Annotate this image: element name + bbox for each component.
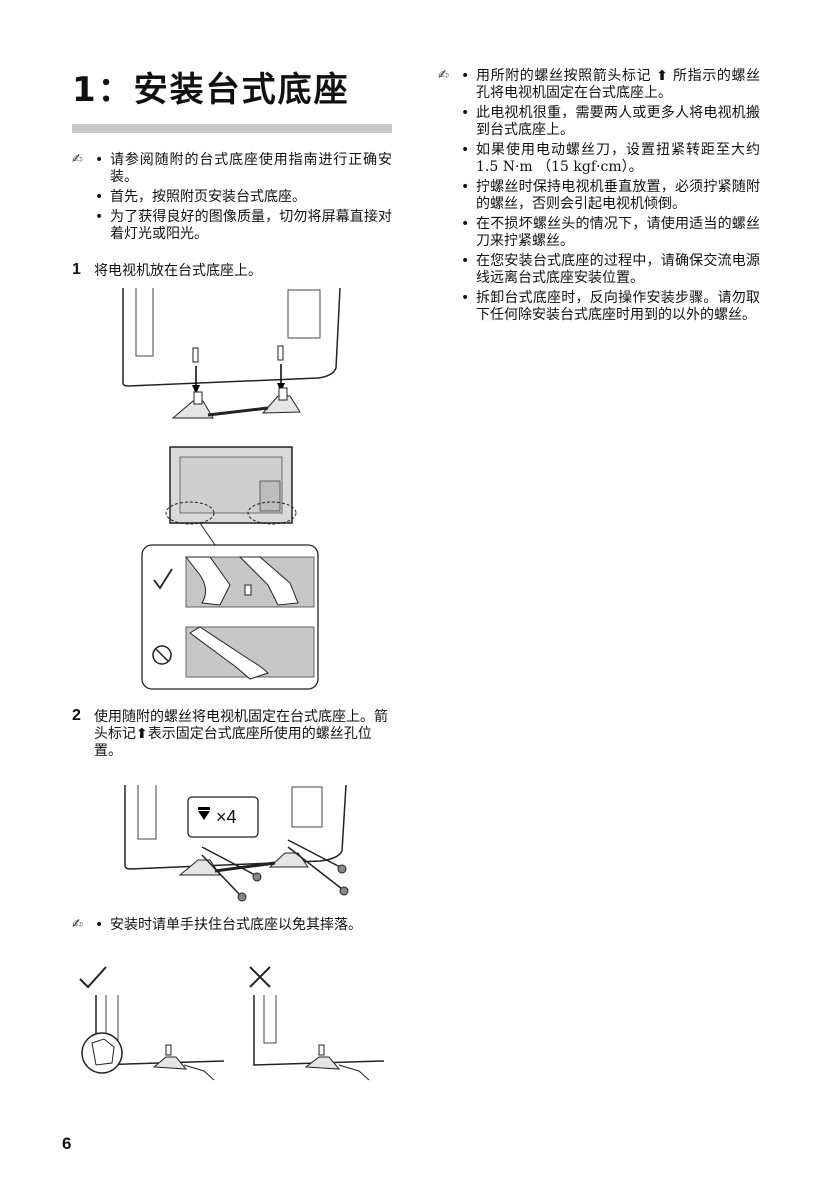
tv-handling-illustration: [141, 446, 319, 690]
step-2-number: 2: [72, 707, 81, 724]
note-item: 在不损坏螺丝头的情况下，请使用适当的螺丝刀来拧紧螺丝。: [460, 216, 760, 250]
page-title: 1：安装台式底座: [72, 70, 350, 110]
screw-count-label: ×4: [216, 807, 237, 827]
step-2-text: 使用随附的螺丝将电视机固定在台式底座上。箭头标记⬆表示固定台式底座所使用的螺丝孔…: [94, 709, 392, 760]
left-note2-list: 安装时请单手扶住台式底座以免其摔落。: [94, 917, 392, 937]
step-2-text-after: 表示固定台式底座所使用的螺丝孔位置。: [94, 726, 372, 759]
note-pencil-icon: ✍: [72, 917, 83, 932]
note-pencil-icon: ✍: [438, 68, 449, 83]
note-pencil-icon: ✍: [72, 152, 83, 167]
left-notes-list: 请参阅随附的台式底座使用指南进行正确安装。 首先，按照附页安装台式底座。 为了获…: [94, 152, 392, 246]
note-item: 如果使用电动螺丝刀，设置扭紧转距至大约1.5 N·m （15 kgf·cm）。: [460, 142, 760, 176]
arrow-mark-icon: ⬆: [656, 68, 668, 84]
note-item: 请参阅随附的台式底座使用指南进行正确安装。: [94, 152, 392, 186]
step-2-text-before: 使用随附的螺丝将电视机固定在台式底座上。箭头标记: [94, 709, 388, 742]
title-divider: [72, 124, 392, 133]
down-arrow-mark-icon: [198, 811, 210, 820]
note-item: 拆卸台式底座时，反向操作安装步骤。请勿取下任何除安装台式底座时用到的以外的螺丝。: [460, 290, 760, 324]
note-item: 安装时请单手扶住台式底座以免其摔落。: [94, 917, 392, 934]
right-notes-list: 用所附的螺丝按照箭头标记 ⬆ 所指示的螺丝孔将电视机固定在台式底座上。 此电视机…: [460, 68, 760, 327]
note-item: 此电视机很重，需要两人或更多人将电视机搬到台式底座上。: [460, 105, 760, 139]
note-item: 拧螺丝时保持电视机垂直放置，必须拧紧随附的螺丝，否则会引起电视机倾倒。: [460, 179, 760, 213]
note-item: 为了获得良好的图像质量，切勿将屏幕直接对着灯光或阳光。: [94, 209, 392, 243]
holding-stand-illustration: [79, 966, 385, 1081]
note-item: 在您安装台式底座的过程中，请确保交流电源线远离台式底座安装位置。: [460, 253, 760, 287]
note-text-after: 所指示的螺丝孔将电视机固定在台式底座上。: [476, 68, 761, 101]
correct-check-icon: [153, 568, 173, 590]
screw-illustration: ×4: [124, 784, 349, 902]
note-text-before: 用所附的螺丝按照箭头标记: [476, 68, 652, 84]
correct-check-icon: [79, 966, 107, 989]
arrow-mark-icon: ⬆: [136, 726, 148, 742]
page-number: 6: [62, 1134, 72, 1153]
note-item: 首先，按照附页安装台式底座。: [94, 189, 392, 206]
step-1-text: 将电视机放在台式底座上。: [94, 263, 262, 279]
note-item: 用所附的螺丝按照箭头标记 ⬆ 所指示的螺丝孔将电视机固定在台式底座上。: [460, 68, 760, 102]
step-1-number: 1: [72, 261, 81, 278]
prohibited-icon: [152, 645, 172, 665]
incorrect-x-icon: [249, 966, 271, 988]
tv-on-stand-illustration: [122, 287, 341, 419]
